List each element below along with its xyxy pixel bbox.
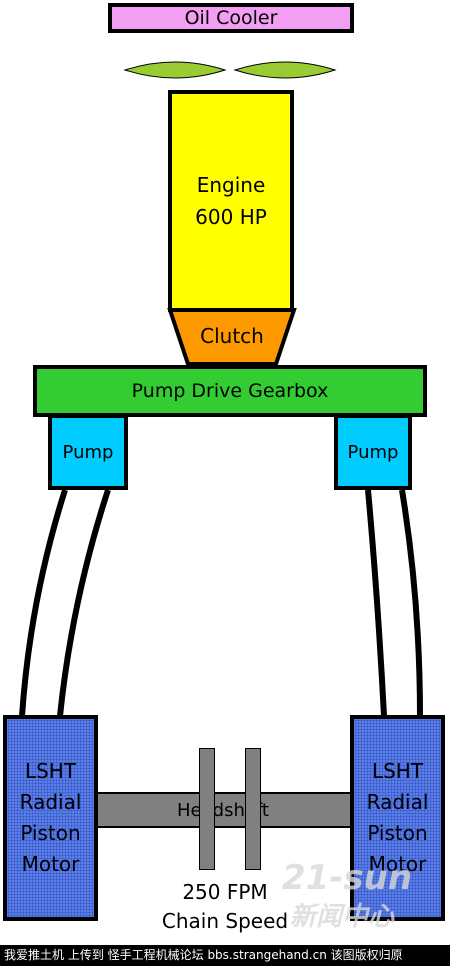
pump-left: Pump: [48, 414, 128, 490]
watermark-text: 21-sun: [282, 858, 413, 898]
engine-box: Engine 600 HP: [168, 90, 294, 312]
engine-power: 600 HP: [195, 205, 267, 229]
oil-cooler-box: Oil Cooler: [108, 3, 354, 33]
motor-right-line2: Radial: [366, 790, 429, 814]
motor-left-line1: LSHT: [24, 759, 77, 783]
clutch-shape: [167, 308, 297, 366]
pump-left-label: Pump: [62, 441, 114, 463]
chain-speed-value: 250 FPM: [182, 880, 268, 904]
sprocket-right: [245, 748, 261, 870]
pump-right-label: Pump: [347, 441, 399, 463]
footer-credit: 我爱推土机 上传到 怪手工程机械论坛 bbs.strangehand.cn 该图…: [0, 945, 450, 966]
clutch-label: Clutch: [200, 324, 264, 348]
motor-left-line3: Piston: [20, 821, 81, 845]
motor-right-line3: Piston: [367, 821, 428, 845]
motor-left-line4: Motor: [21, 852, 80, 876]
motor-right-line4: Motor: [368, 852, 427, 876]
headshaft-bar: Headshaft: [92, 792, 354, 828]
gearbox-label: Pump Drive Gearbox: [131, 380, 329, 402]
motor-left-line2: Radial: [19, 790, 82, 814]
engine-label: Engine: [196, 173, 266, 197]
watermark-subtext: 新闻中心: [290, 902, 395, 932]
gearbox-box: Pump Drive Gearbox: [33, 365, 427, 417]
oil-cooler-label: Oil Cooler: [184, 7, 278, 29]
sprocket-left: [199, 748, 215, 870]
fan-icon: [123, 61, 337, 79]
motor-left: LSHT Radial Piston Motor: [3, 715, 98, 921]
chain-speed-label: 250 FPM Chain Speed: [140, 878, 310, 936]
pump-right: Pump: [334, 414, 412, 490]
motor-right-line1: LSHT: [371, 759, 424, 783]
motor-right: LSHT Radial Piston Motor: [350, 715, 445, 921]
chain-speed-caption: Chain Speed: [161, 909, 289, 933]
